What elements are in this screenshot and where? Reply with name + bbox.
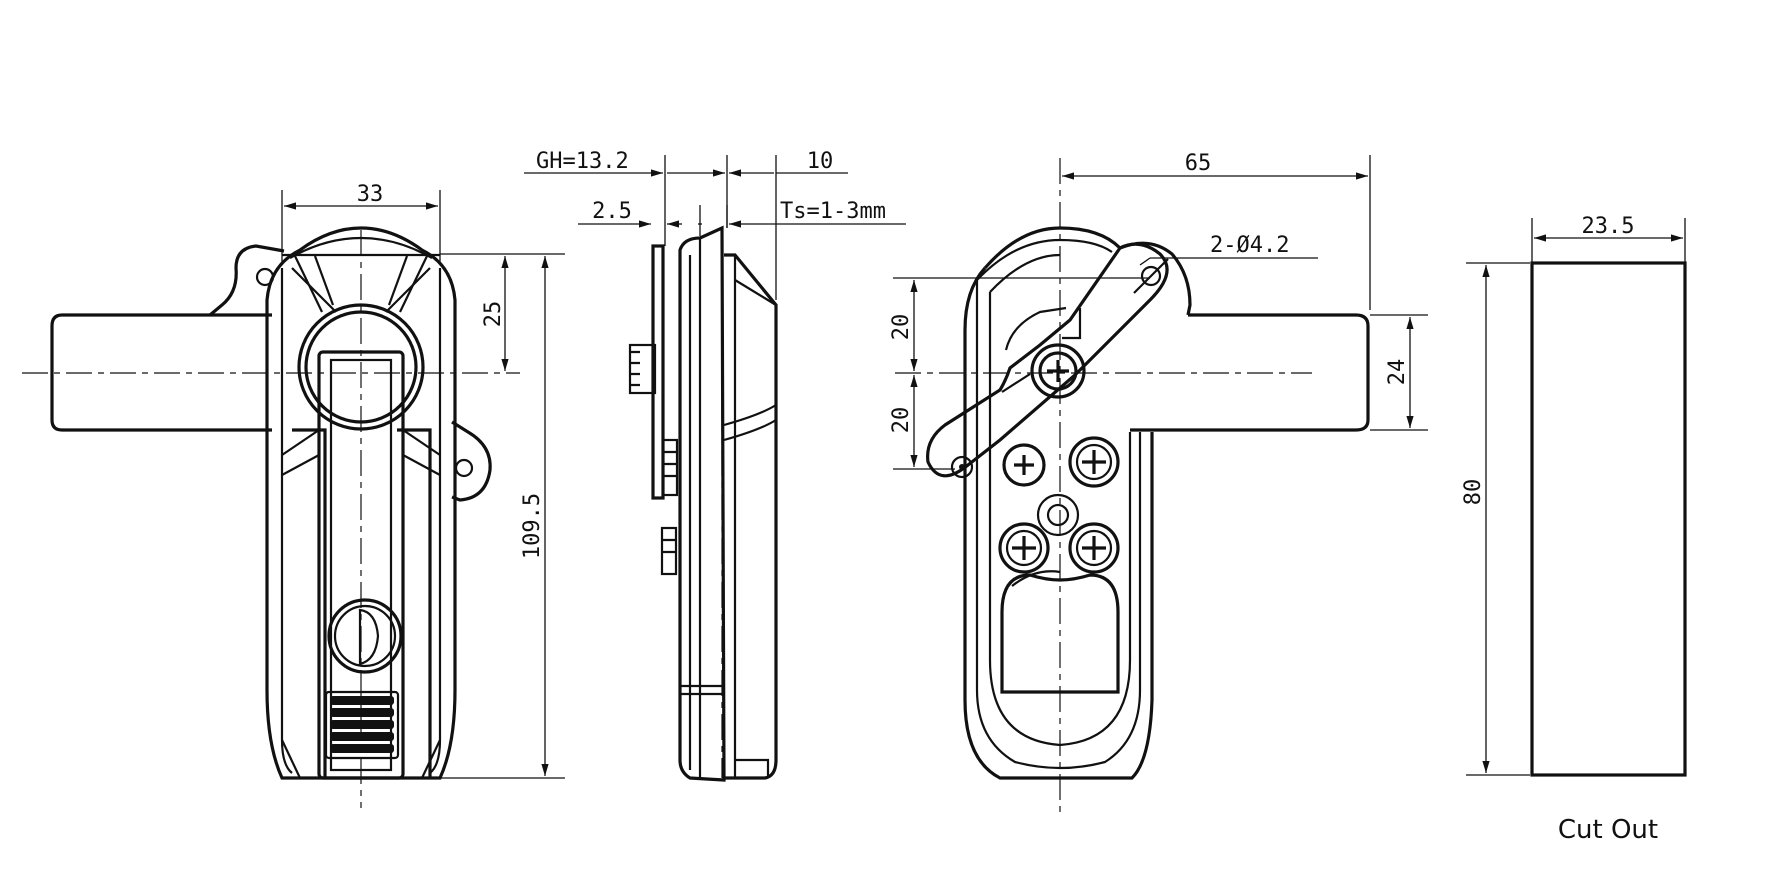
dim-panel-thickness: Ts=1-3mm (780, 199, 886, 224)
dim-cutout-height: 80 (1461, 479, 1486, 506)
front-view: 33 25 109.5 (22, 182, 565, 808)
dim-side-gap: 2.5 (592, 199, 632, 224)
cutout-label: Cut Out (1558, 815, 1658, 845)
dim-holes: 2-Ø4.2 (1210, 233, 1289, 258)
dim-cutout-width: 23.5 (1582, 214, 1635, 239)
dim-front-top-offset: 25 (481, 301, 506, 328)
dim-back-width: 65 (1185, 151, 1212, 176)
dim-spacing-upper: 20 (889, 314, 914, 341)
dim-front-width: 33 (357, 182, 384, 207)
side-view: GH=13.2 10 2.5 Ts=1-3mm (524, 149, 906, 782)
dim-grip-height: GH=13.2 (536, 149, 629, 174)
dim-side-depth: 10 (807, 149, 834, 174)
cutout-view: 23.5 80 Cut Out (1461, 214, 1687, 845)
dim-spacing-lower: 20 (889, 407, 914, 434)
dim-front-height: 109.5 (520, 493, 545, 559)
dim-handle-height: 24 (1385, 359, 1410, 386)
back-view: 65 2-Ø4.2 24 20 20 (889, 151, 1428, 812)
